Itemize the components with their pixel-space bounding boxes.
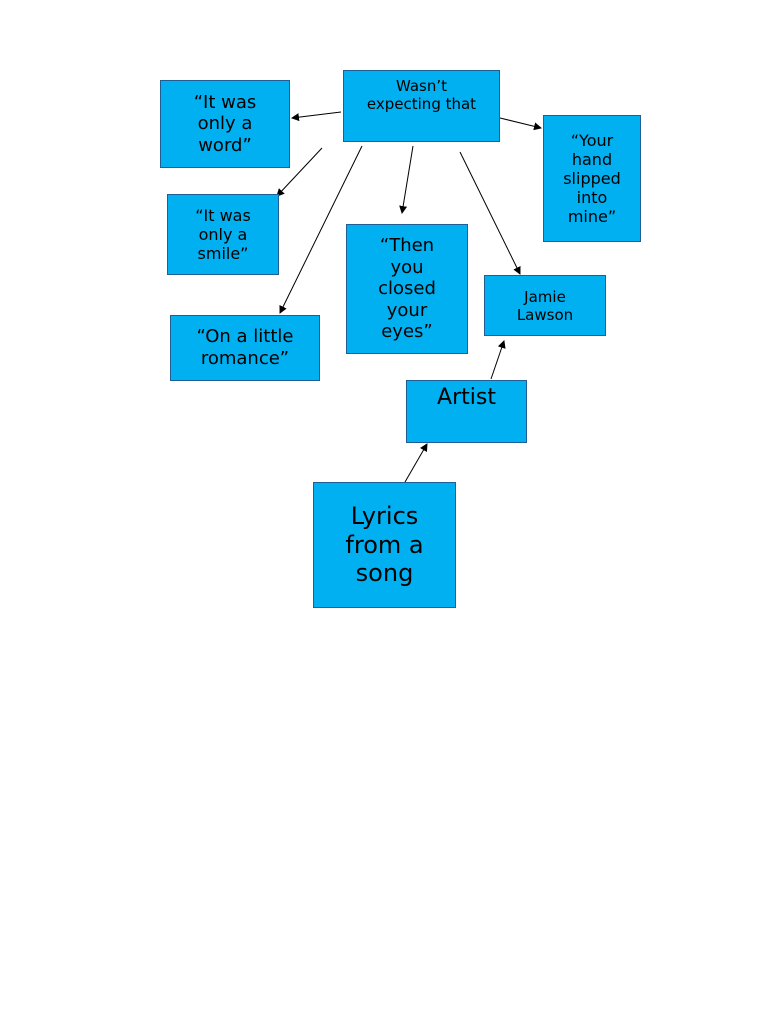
node-romance: “On a little romance” — [170, 315, 320, 381]
node-eyes-text: “Then you closed your eyes” — [378, 235, 436, 343]
node-artist-name: Jamie Lawson — [484, 275, 606, 336]
node-artist-name-text: Jamie Lawson — [516, 287, 574, 324]
node-word: “It was only a word” — [160, 80, 290, 168]
node-lyrics-text: Lyrics from a song — [345, 501, 424, 588]
node-smile: “It was only a smile” — [167, 194, 279, 275]
node-smile-text: “It was only a smile” — [195, 205, 251, 264]
node-artist-text: Artist — [437, 385, 496, 410]
node-title: Wasn’t expecting that — [343, 70, 500, 142]
node-hand-text: “Your hand slipped into mine” — [563, 130, 621, 227]
arrow-artist-to-artist-name — [490, 340, 506, 380]
node-lyrics: Lyrics from a song — [313, 482, 456, 608]
node-hand: “Your hand slipped into mine” — [543, 115, 641, 242]
arrow-title-to-eyes — [399, 145, 414, 214]
arrow-lyrics-to-artist — [404, 443, 428, 483]
arrow-title-to-romance — [279, 145, 363, 314]
node-eyes: “Then you closed your eyes” — [346, 224, 468, 354]
arrow-title-to-artist-name — [459, 151, 521, 275]
node-artist: Artist — [406, 380, 527, 443]
node-word-text: “It was only a word” — [193, 91, 257, 156]
node-romance-text: “On a little romance” — [196, 326, 294, 369]
arrow-title-to-smile — [276, 147, 323, 197]
arrow-title-to-word — [291, 111, 342, 122]
arrow-title-to-hand — [499, 117, 542, 131]
node-title-text: Wasn’t expecting that — [366, 77, 477, 113]
